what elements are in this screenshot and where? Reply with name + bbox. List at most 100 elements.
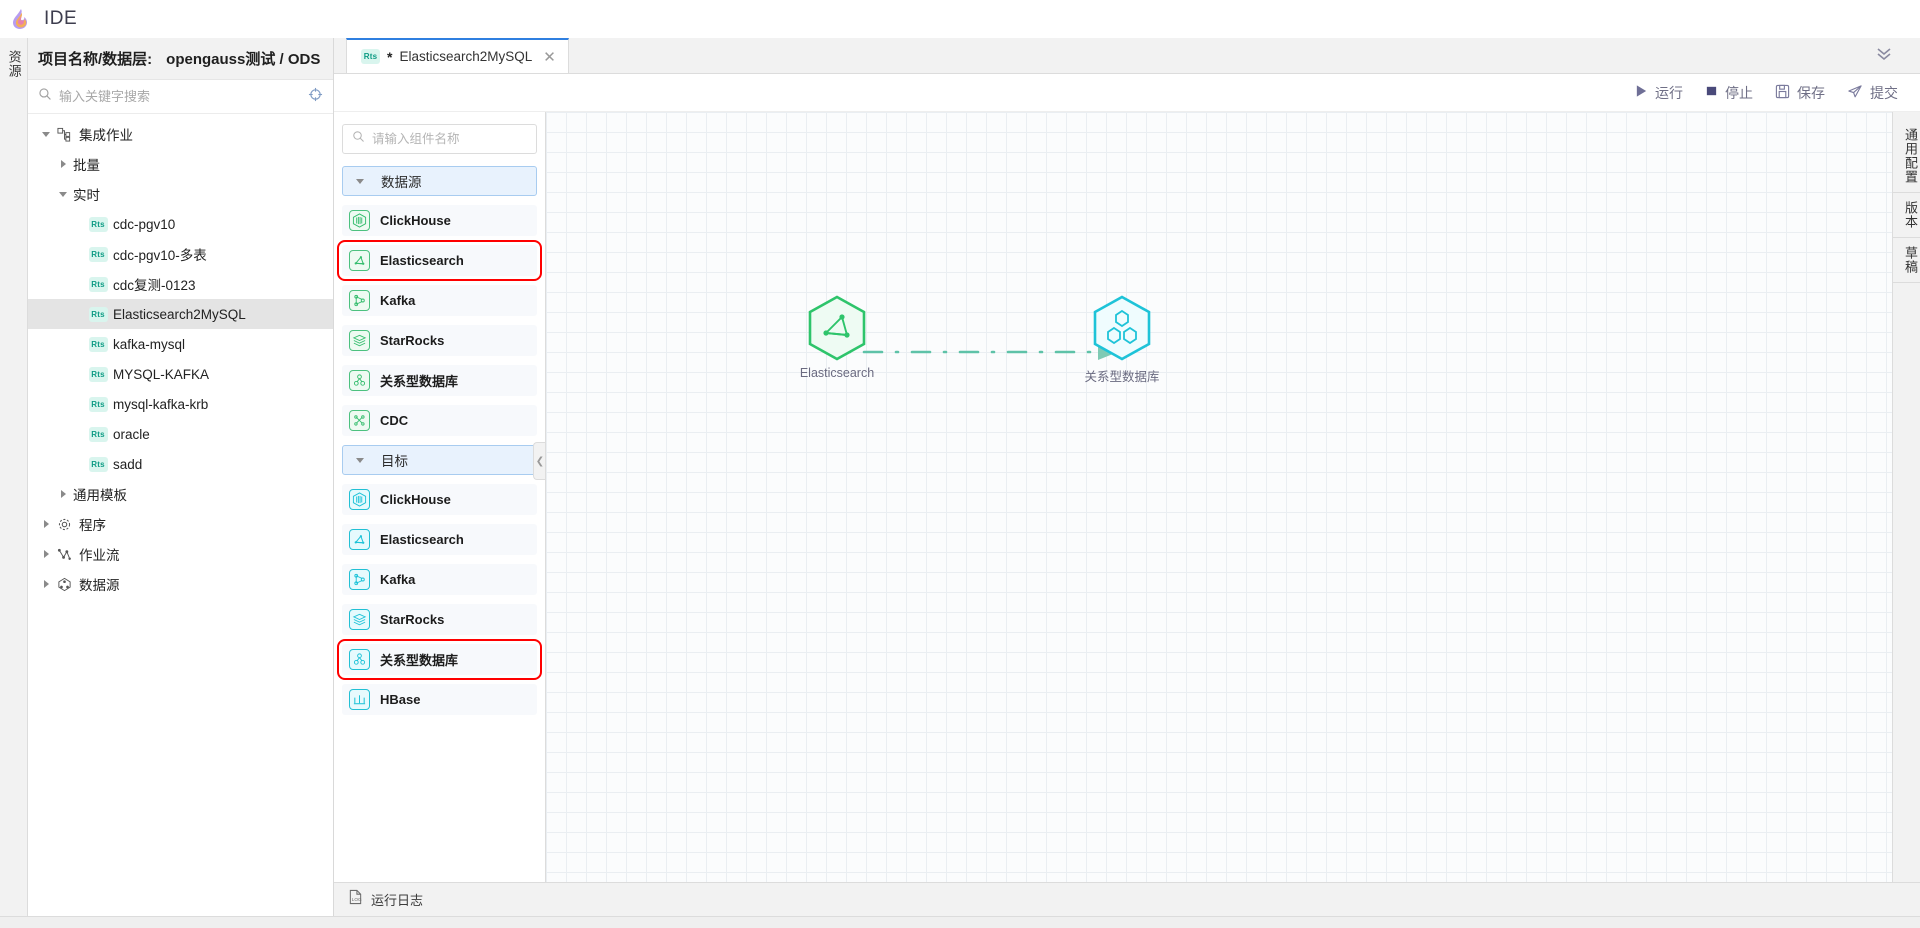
palette-component[interactable]: StarRocks: [342, 604, 537, 635]
palette-component[interactable]: Kafka: [342, 564, 537, 595]
tree-item-label: sadd: [113, 456, 143, 472]
palette-component[interactable]: StarRocks: [342, 325, 537, 356]
submit-icon: [1847, 84, 1863, 102]
app-title: IDE: [44, 7, 78, 29]
hbase-icon: [349, 689, 370, 710]
flame-logo-icon: [8, 6, 34, 32]
play-icon: [1635, 84, 1648, 101]
palette-component[interactable]: CDC: [342, 405, 537, 436]
right-rail-version[interactable]: 版本: [1893, 193, 1920, 238]
explorer-header-value: opengauss测试 / ODS: [166, 51, 321, 68]
rts-badge-icon: Rts: [88, 336, 108, 352]
rail-item-resources[interactable]: 资源: [6, 50, 22, 78]
stop-button[interactable]: 停止: [1705, 83, 1753, 103]
palette-component-label: Kafka: [380, 293, 416, 308]
tree-item-label: 通用模板: [73, 488, 127, 503]
tree-item[interactable]: 实时: [28, 179, 333, 209]
tree-item[interactable]: 批量: [28, 149, 333, 179]
tab-elasticsearch2mysql[interactable]: Rts * Elasticsearch2MySQL ✕: [346, 38, 569, 73]
chevron-down-icon[interactable]: [55, 189, 71, 199]
tree-item-label: 集成作业: [79, 128, 133, 143]
palette-group-header[interactable]: 目标: [342, 445, 537, 475]
chevron-right-icon[interactable]: [38, 519, 54, 529]
editor-area: Rts * Elasticsearch2MySQL ✕: [334, 38, 1920, 916]
palette-component-label: 关系型数据库: [380, 374, 459, 389]
chevron-double-down-icon[interactable]: [1874, 47, 1894, 66]
gear-icon: [54, 517, 74, 532]
explorer-search-input[interactable]: [59, 89, 301, 104]
palette-group-title: 数据源: [381, 175, 422, 190]
palette-group-title: 目标: [381, 454, 408, 469]
rts-badge-icon: Rts: [88, 456, 108, 472]
tree-item[interactable]: 集成作业: [28, 119, 333, 149]
palette-component[interactable]: Kafka: [342, 285, 537, 316]
palette-component[interactable]: Elasticsearch: [337, 240, 542, 281]
rdbms-icon: [349, 370, 370, 391]
flow-node-elasticsearch[interactable]: Elasticsearch: [800, 295, 874, 380]
status-bar: LOG 运行日志: [334, 882, 1920, 916]
sitemap-icon: [54, 127, 74, 142]
tree-item[interactable]: 通用模板: [28, 479, 333, 509]
chevron-left-icon[interactable]: ❮: [533, 442, 545, 480]
editor-tabbar: Rts * Elasticsearch2MySQL ✕: [334, 38, 1920, 74]
main-body: 资源 项目名称/数据层: opengauss测试 / ODS: [0, 38, 1920, 916]
palette-component[interactable]: 关系型数据库: [342, 365, 537, 396]
right-rail-general-config[interactable]: 通用配置: [1893, 120, 1920, 193]
right-rail-draft[interactable]: 草稿: [1893, 238, 1920, 283]
tree-item-label: 实时: [73, 188, 100, 203]
starrocks-icon: [349, 609, 370, 630]
chevron-right-icon[interactable]: [55, 159, 71, 169]
search-icon: [352, 130, 365, 148]
chevron-right-icon[interactable]: [55, 489, 71, 499]
flow-node-rdbms[interactable]: 关系型数据库: [1085, 295, 1160, 385]
tree-item-label: mysql-kafka-krb: [113, 396, 209, 412]
tree-item-label: 数据源: [79, 578, 120, 593]
tree-item-label: kafka-mysql: [113, 336, 186, 352]
palette-search-input[interactable]: [372, 132, 533, 146]
starrocks-icon: [349, 330, 370, 351]
rts-badge-icon: Rts: [88, 396, 108, 412]
tree-item[interactable]: Rts kafka-mysql: [28, 329, 333, 359]
search-icon: [38, 87, 52, 106]
target-icon[interactable]: [308, 87, 323, 107]
palette-component-label: HBase: [380, 692, 421, 707]
chevron-right-icon[interactable]: [38, 579, 54, 589]
tree-item[interactable]: 程序: [28, 509, 333, 539]
run-log-label[interactable]: 运行日志: [371, 893, 424, 908]
chevron-right-icon[interactable]: [38, 549, 54, 559]
tree-item[interactable]: 数据源: [28, 569, 333, 599]
submit-button[interactable]: 提交: [1847, 83, 1898, 103]
tree-item-label: Elasticsearch2MySQL: [113, 306, 246, 322]
palette-component[interactable]: HBase: [342, 684, 537, 715]
rts-badge-icon: Rts: [88, 366, 108, 382]
canvas-row: 数据源ClickHouseElasticsearchKafkaStarRocks…: [334, 112, 1920, 882]
log-icon: LOG: [348, 889, 363, 910]
tree-item-label: oracle: [113, 426, 150, 442]
palette-component[interactable]: ClickHouse: [342, 484, 537, 515]
tree-item-label: 作业流: [79, 548, 120, 563]
explorer-header: 项目名称/数据层: opengauss测试 / ODS: [28, 38, 333, 80]
tree-item[interactable]: 作业流: [28, 539, 333, 569]
run-button[interactable]: 运行: [1635, 83, 1683, 103]
palette-component[interactable]: 关系型数据库: [337, 639, 542, 680]
palette-component[interactable]: Elasticsearch: [342, 524, 537, 555]
palette-component[interactable]: ClickHouse: [342, 205, 537, 236]
palette-group-header[interactable]: 数据源: [342, 166, 537, 196]
chevron-down-icon[interactable]: [38, 129, 54, 139]
save-button[interactable]: 保存: [1775, 83, 1825, 103]
flow-canvas[interactable]: Elasticsearch 关系型数据库: [546, 112, 1892, 882]
palette-component-label: ClickHouse: [380, 492, 451, 507]
flow-node-label: Elasticsearch: [799, 366, 875, 380]
close-icon[interactable]: ✕: [543, 48, 556, 66]
stop-button-label: 停止: [1725, 84, 1753, 101]
palette-search-row: [342, 124, 537, 154]
tree-item[interactable]: Rts mysql-kafka-krb: [28, 389, 333, 419]
